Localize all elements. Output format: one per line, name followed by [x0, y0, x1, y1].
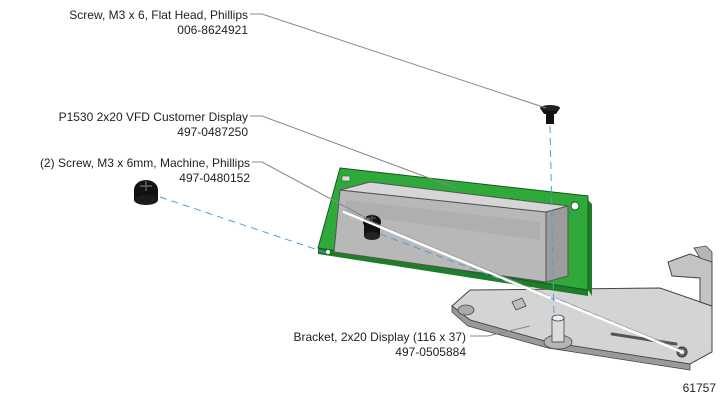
shaft-upper [342, 210, 552, 300]
vfd-tube-housing [333, 181, 569, 283]
bracket-back-flange [667, 253, 713, 307]
shaft-lower [554, 298, 684, 354]
callout-display-part: 497-0487250 [177, 125, 248, 139]
callout-bracket: Bracket, 2x20 Display (116 x 37) 497-050… [293, 330, 466, 359]
pcb-left-hole [325, 249, 331, 255]
bracket-flange-tab [693, 245, 713, 263]
flat-screw-top [540, 105, 560, 111]
callout-display-name: P1530 2x20 VFD Customer Display [59, 110, 248, 124]
shaft-outlines [343, 209, 683, 351]
bracket-base-edge [451, 305, 691, 371]
pcb-connector [341, 175, 351, 182]
loose-screw-phillips [140, 181, 152, 191]
display-bracket [451, 245, 713, 371]
leader-lines [250, 13, 547, 337]
leader-machine-screw [252, 161, 371, 221]
bracket-standoff-top [551, 314, 565, 322]
vfd-housing-shade [346, 200, 540, 240]
callout-machine-screws: (2) Screw, M3 x 6mm, Machine, Phillips 4… [40, 156, 250, 185]
pcb-edge-right [588, 200, 592, 296]
bracket-standoff [551, 317, 565, 343]
callout-machine-screws-name: (2) Screw, M3 x 6mm, Machine, Phillips [40, 156, 250, 170]
loose-screw-base [134, 195, 158, 205]
axis-loose-screw [159, 196, 331, 255]
vfd-housing-end [545, 205, 569, 283]
callout-bracket-name: Bracket, 2x20 Display (116 x 37) [293, 330, 466, 344]
flat-head-screw [540, 105, 560, 124]
figure-number: 61757 [683, 381, 717, 395]
bracket-hook [511, 297, 527, 311]
installed-screw-phillips [368, 214, 376, 222]
flat-screw-shank [546, 114, 554, 124]
callout-machine-screws-part: 497-0480152 [179, 171, 250, 185]
installed-screw-base [364, 232, 380, 240]
callout-display: P1530 2x20 VFD Customer Display 497-0487… [59, 110, 249, 139]
screw-shafts [342, 210, 684, 354]
leader-display [250, 115, 457, 189]
machine-screw-loose [134, 180, 158, 205]
leader-bracket [470, 325, 531, 337]
axis-flat-screw [549, 125, 555, 319]
callout-top-screw: Screw, M3 x 6, Flat Head, Phillips 006-8… [69, 8, 248, 37]
callout-bracket-part: 497-0505884 [395, 345, 466, 359]
bracket-foot-left [457, 304, 475, 316]
pcb-mounting-hole [570, 201, 580, 211]
callout-top-screw-name: Screw, M3 x 6, Flat Head, Phillips [69, 8, 248, 22]
leader-flat-screw [250, 13, 547, 109]
bracket-slot [610, 332, 678, 346]
callout-top-screw-part: 006-8624921 [177, 23, 248, 37]
